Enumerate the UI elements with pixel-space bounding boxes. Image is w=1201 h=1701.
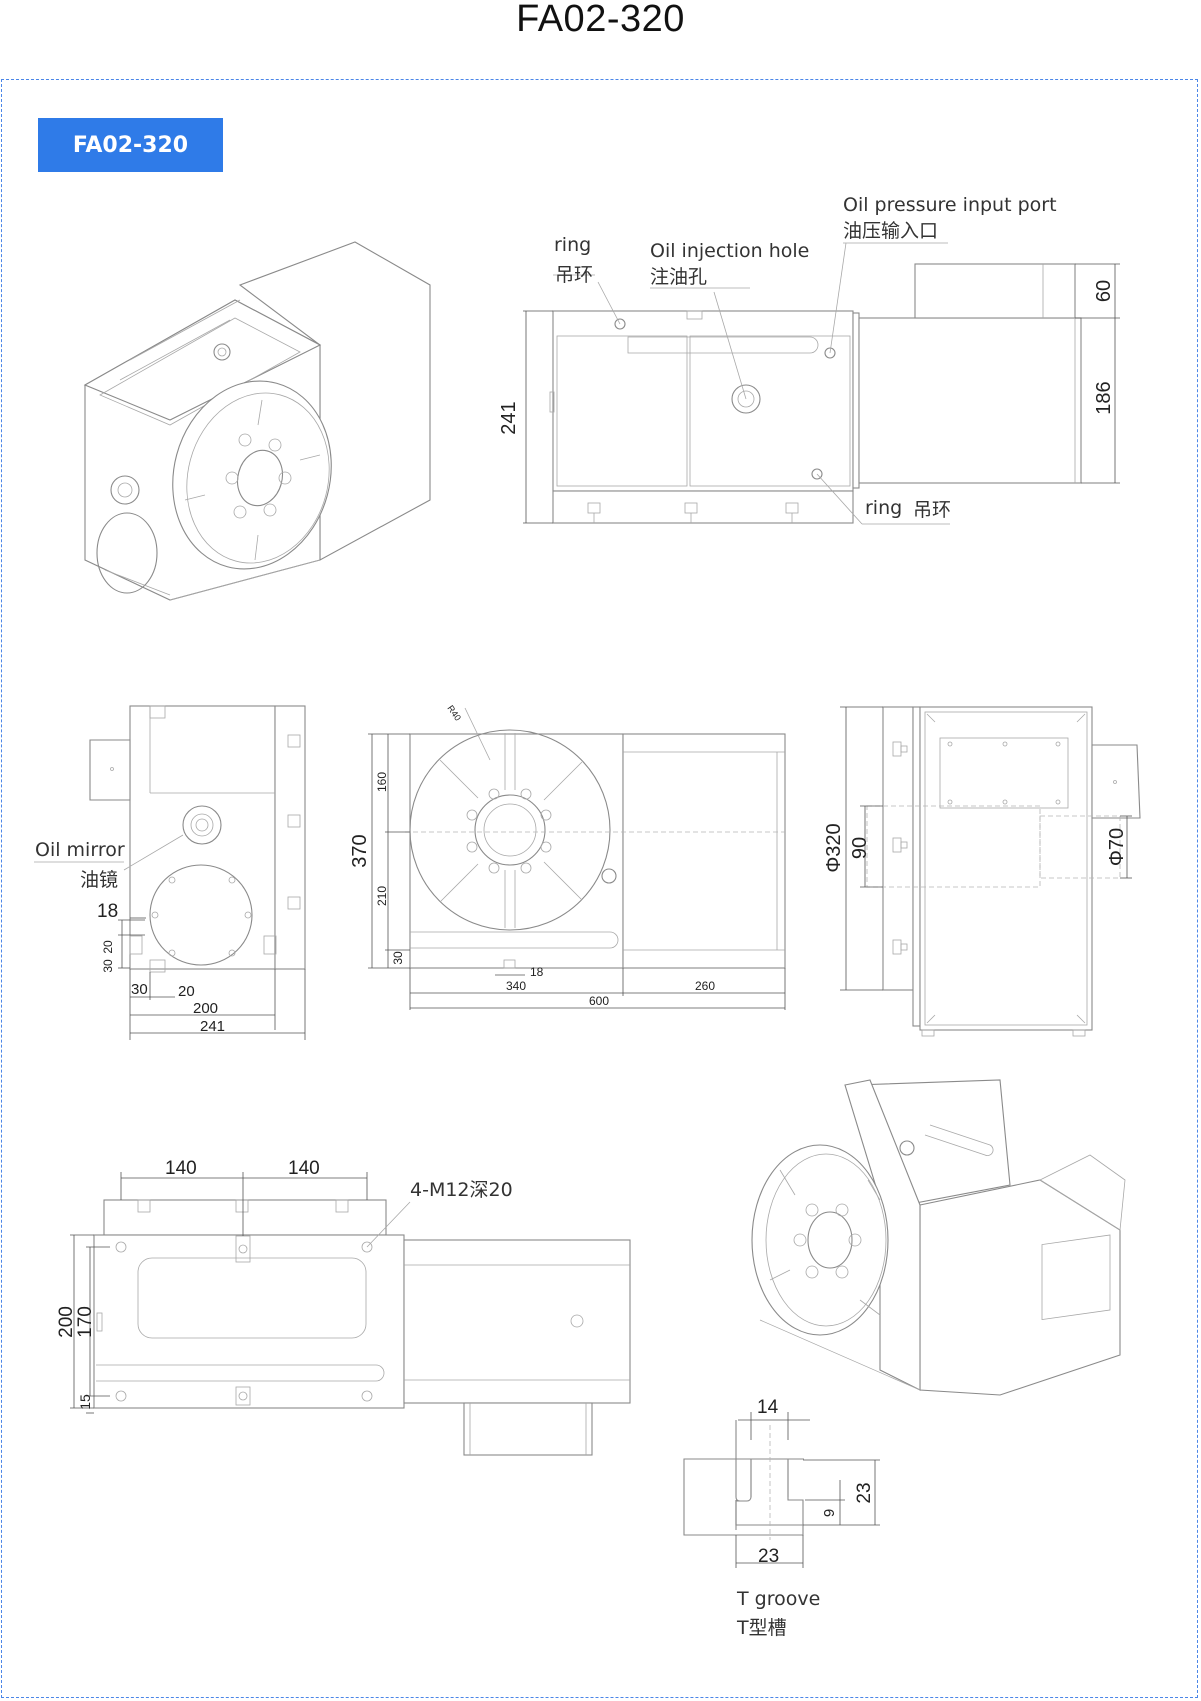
top-dim-140b: 140 (288, 1158, 320, 1179)
isometric-view-top (83, 241, 431, 601)
right-view (840, 706, 1141, 1037)
front-dim-18: 18 (530, 965, 544, 979)
front-dim-370: 370 (349, 834, 371, 867)
front-dim-210: 210 (375, 886, 389, 906)
oil-mirror-label-en: Oil mirror (35, 839, 125, 861)
oil-injection-label-en: Oil injection hole (650, 240, 809, 262)
side-dim-241: 241 (498, 401, 520, 434)
oil-injection-label-cn: 注油孔 (650, 266, 707, 288)
tgroove-dim-23w: 23 (758, 1546, 779, 1567)
left-view (34, 705, 306, 1040)
ring-label-cn: 吊环 (555, 264, 593, 286)
top-dim-140a: 140 (165, 1158, 197, 1179)
left-dim-30v: 30 (101, 959, 115, 973)
left-dim-200: 200 (193, 1000, 218, 1017)
top-view (70, 1172, 631, 1456)
left-dim-30: 30 (131, 981, 148, 998)
isometric-view-bottom (751, 1079, 1126, 1396)
ring-label-en: ring (554, 234, 591, 256)
front-dim-600: 600 (589, 994, 609, 1008)
tgroove-dim-9: 9 (821, 1509, 838, 1517)
thread-spec-label: 4-M12深20 (410, 1179, 513, 1201)
tgroove-dim-23h: 23 (854, 1482, 875, 1503)
page-title: FA02-320 (516, 0, 685, 40)
front-dim-30: 30 (391, 951, 405, 965)
top-dim-15: 15 (77, 1394, 93, 1410)
right-dim-phi70: Φ70 (1106, 828, 1128, 866)
front-dim-260: 260 (695, 979, 715, 993)
left-dim-241: 241 (200, 1018, 225, 1035)
t-groove-view (683, 1412, 880, 1568)
t-groove-label-cn: T型槽 (736, 1617, 787, 1639)
left-dim-20v: 20 (101, 940, 115, 954)
front-view (368, 707, 786, 1010)
oil-pressure-label-en: Oil pressure input port (843, 194, 1057, 216)
left-dim-18: 18 (97, 901, 118, 922)
tgroove-dim-14: 14 (757, 1397, 779, 1418)
model-badge: FA02-320 (38, 118, 223, 172)
front-radius-label: R40 (445, 703, 463, 722)
top-dim-170: 170 (75, 1306, 96, 1338)
oil-mirror-label-cn: 油镜 (80, 869, 118, 891)
right-dim-phi320: Φ320 (823, 823, 845, 872)
drawing-frame (1, 79, 1198, 1698)
ring2-label-en: ring (865, 497, 902, 519)
top-dim-200: 200 (56, 1306, 77, 1338)
t-groove-label-en: T groove (736, 1588, 820, 1610)
front-dim-160: 160 (375, 772, 389, 792)
left-dim-20: 20 (178, 983, 195, 1000)
side-view (523, 242, 1120, 525)
front-dim-340: 340 (506, 979, 526, 993)
side-dim-186: 186 (1093, 381, 1115, 414)
right-dim-90: 90 (849, 837, 871, 859)
oil-pressure-label-cn: 油压输入口 (843, 220, 938, 242)
side-dim-60: 60 (1093, 280, 1115, 302)
ring2-label-cn: 吊环 (913, 499, 951, 521)
